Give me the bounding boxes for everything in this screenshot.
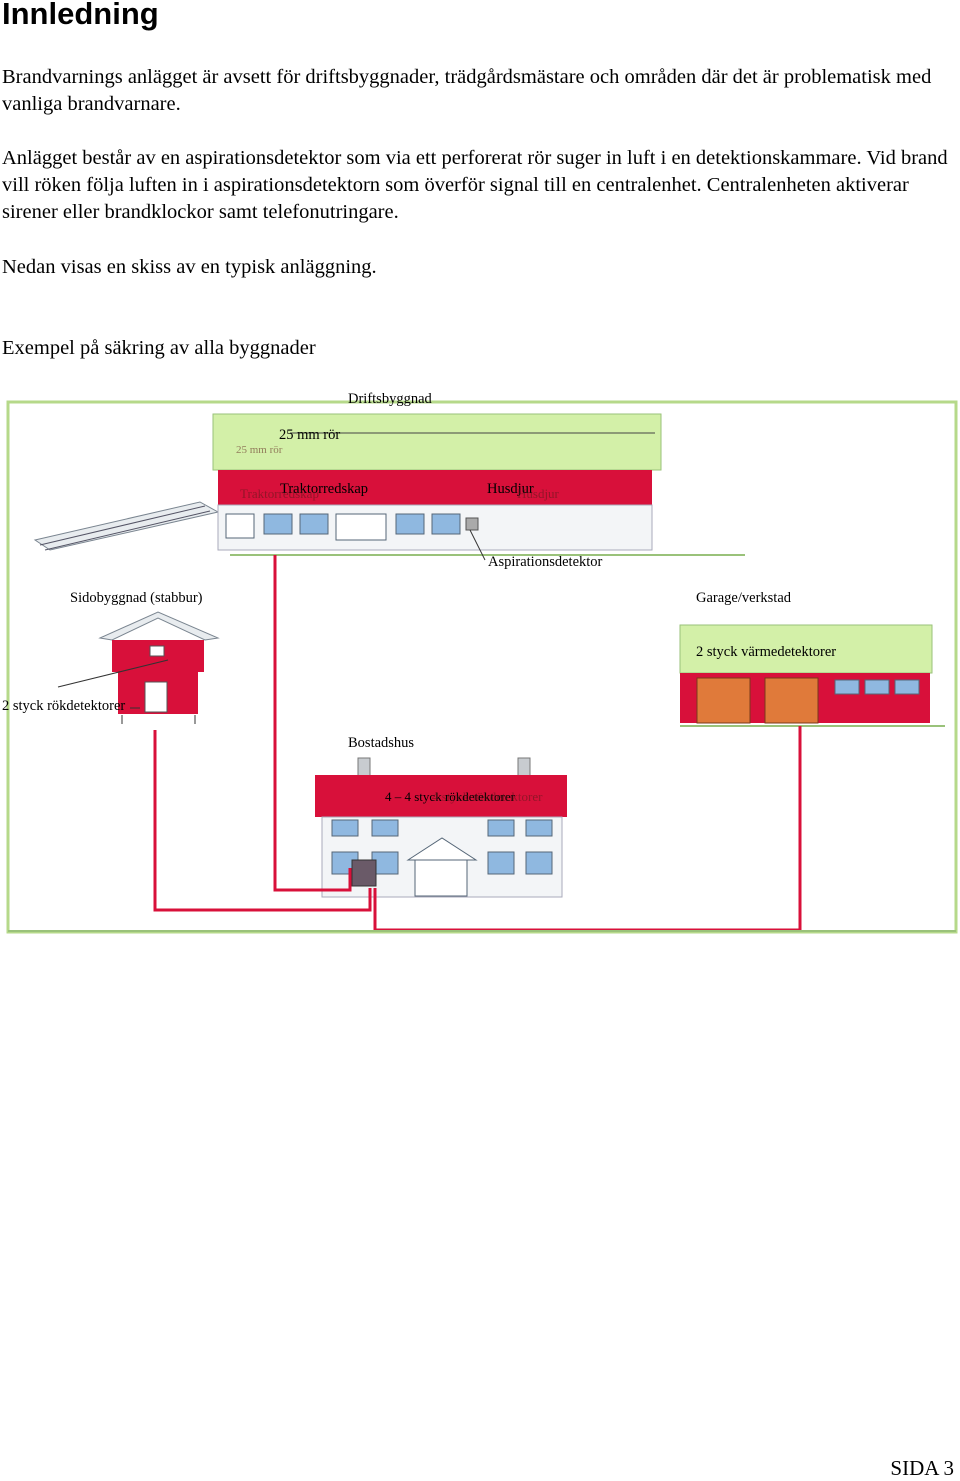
- label-smoke-detectors-4-faded: 4 styck rökdetektorer: [432, 789, 543, 804]
- garage-door-left: [696, 677, 751, 724]
- page-number: SIDA 3: [890, 1456, 954, 1480]
- intro-paragraph: Brandvarnings anlägget är avsett för dri…: [2, 66, 932, 115]
- barn-roof: [212, 413, 662, 471]
- garage-door-right: [764, 677, 819, 724]
- label-traktor: Traktorredskap: [280, 481, 369, 497]
- barn-windows: [225, 513, 479, 541]
- label-smoke-detectors-2: 2 styck rökdetektorer: [2, 698, 126, 714]
- description-paragraph: Anlägget består av en aspirationsdetekto…: [2, 147, 948, 223]
- label-sidobyggnad: Sidobyggnad (stabbur): [70, 590, 203, 606]
- leader-lines: [57, 529, 486, 709]
- garage-building: [679, 624, 945, 727]
- residence-roof: [315, 775, 567, 817]
- signal-cables: [8, 555, 956, 932]
- page-title: Innledning: [2, 0, 159, 31]
- barn-upper-wall: [218, 470, 652, 505]
- label-heat-detectors: 2 styck värmedetektorer: [696, 644, 837, 660]
- label-traktor-faded: Traktorredskap: [240, 486, 319, 501]
- label-garage: Garage/verkstad: [696, 590, 792, 606]
- stabbur-building: [98, 611, 220, 724]
- garage-roof: [679, 624, 933, 674]
- cable-barn: [273, 555, 352, 892]
- label-driftsbyggnad: Driftsbyggnad: [348, 391, 432, 407]
- sketch-intro-paragraph: Nedan visas en skiss av en typisk anlägg…: [2, 256, 377, 278]
- label-pipe: 25 mm rör: [279, 427, 341, 443]
- central-unit: [351, 859, 377, 887]
- residence-building: [315, 757, 567, 898]
- label-husdjur: Husdjur: [487, 481, 534, 497]
- cable-stabbur: [153, 730, 372, 912]
- label-smoke-detectors-4: 4 – 4 styck rökdetektorer: [385, 789, 515, 804]
- barn-building: [33, 413, 745, 556]
- label-husdjur-faded: Husdjur: [517, 486, 559, 501]
- stabbur-roof: [98, 611, 220, 641]
- label-bostadshus: Bostadshus: [348, 735, 415, 751]
- label-aspiration: Aspirationsdetektor: [488, 554, 603, 570]
- label-pipe-faded: 25 mm rör: [236, 444, 283, 456]
- installation-diagram: [6, 400, 958, 934]
- example-heading: Exempel på säkring av alla byggnader: [2, 337, 316, 359]
